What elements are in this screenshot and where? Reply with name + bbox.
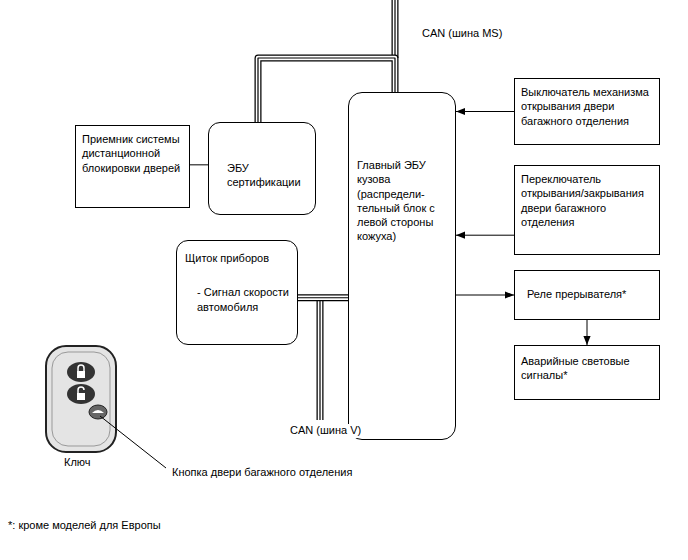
signal-line [456, 235, 514, 236]
bus-label: CAN (шина MS) [420, 27, 504, 41]
bus-stroke [298, 296, 348, 301]
connector-path [456, 295, 514, 296]
signal-line [190, 164, 208, 165]
bus-stroke [298, 294, 348, 301]
node-text: Аварийные световые сигналы* [521, 354, 653, 383]
bus-gap [318, 298, 323, 420]
lock-button [67, 362, 95, 382]
ecu-box: ЭБУ сертификации [208, 122, 316, 215]
leader-line [100, 416, 166, 468]
bus-label: CAN (шина V) [288, 424, 363, 438]
node-text: Переключатель открывания/закрывания двер… [521, 172, 653, 229]
receiver-box: Приемник системы дистанционной блокировк… [75, 125, 190, 208]
bus-stroke [298, 297, 348, 298]
switch-box: Выключатель механизма открывания двери б… [514, 78, 660, 145]
hazard-lights-box: Аварийные световые сигналы* [514, 345, 660, 400]
key-fob [46, 346, 116, 452]
bus-gap [393, 0, 398, 58]
node-text: Выключатель механизма открывания двери б… [521, 85, 653, 128]
key-caption: Ключ [62, 456, 93, 470]
main-ecu-box: Главный ЭБУ кузова (распредели- тельный … [348, 92, 456, 440]
bus-core [394, 0, 395, 58]
bus-outer [317, 298, 324, 420]
can-v-bus-stub [320, 298, 321, 420]
unlock-button [67, 384, 95, 404]
node-subtext: - Сигнал скорости автомобиля [185, 285, 291, 314]
connector-path [456, 111, 514, 112]
node-text: Приемник системы дистанционной блокировк… [82, 132, 183, 175]
bus-outer [392, 0, 399, 58]
signal-line [587, 320, 588, 345]
bus-core [319, 298, 320, 420]
relay-box: Реле прерывателя* [514, 270, 660, 320]
connector-path [587, 320, 588, 345]
node-text: Реле прерывателя* [527, 287, 653, 301]
fob-rim [52, 352, 110, 446]
switch-box: Переключатель открывания/закрывания двер… [514, 165, 660, 255]
footnote: *: кроме моделей для Европы [6, 519, 163, 533]
unlock-icon [77, 393, 85, 400]
callout-label: Кнопка двери багажного отделения [170, 466, 354, 480]
unlock-icon-shackle [78, 387, 84, 393]
signal-line [456, 295, 514, 296]
connector-path [190, 164, 208, 165]
instrument-panel-box: Щиток приборов - Сигнал скорости автомоби… [176, 240, 298, 345]
connector-path [456, 235, 514, 236]
can-ms-bus-stub [395, 0, 396, 58]
lock-icon-shackle [78, 365, 84, 371]
node-text: Главный ЭБУ кузова (распредели- тельный … [357, 158, 449, 244]
node-text: ЭБУ сертификации [227, 161, 309, 190]
signal-line [456, 111, 514, 112]
can-bus [298, 297, 348, 298]
node-text: Щиток приборов [185, 251, 291, 265]
fob-body [46, 346, 116, 452]
lock-icon [77, 371, 85, 378]
trunk-button [89, 405, 107, 419]
trunk-icon [92, 410, 104, 413]
